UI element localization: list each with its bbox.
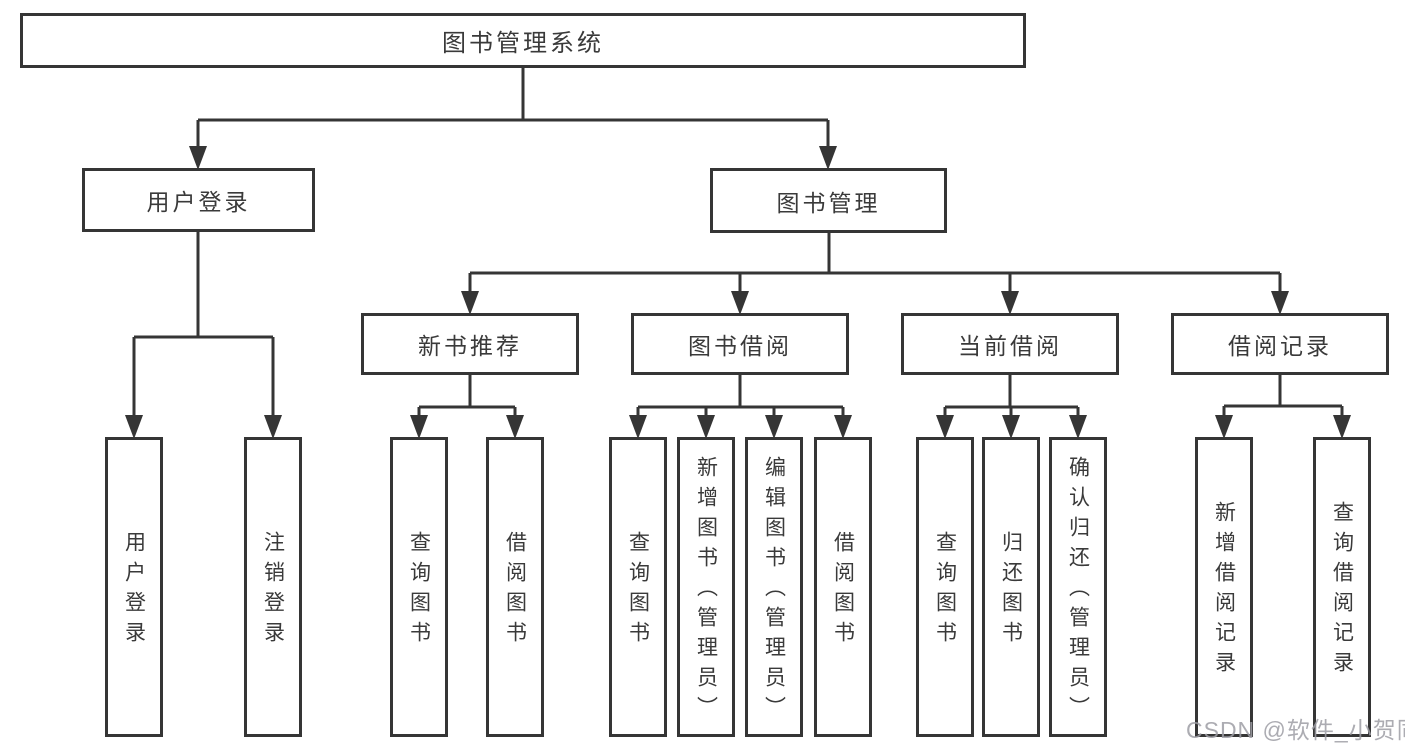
leaf-current-confirm-return-admin: 确认归还（管理员） (1049, 437, 1107, 737)
leaf-newbook-borrow-books: 借阅图书 (486, 437, 544, 737)
leaf-current-return-books-label: 归还图书 (999, 531, 1023, 651)
leaf-borrow-borrow-books-label: 借阅图书 (831, 531, 855, 651)
node-user-login-label: 用户登录 (146, 189, 251, 215)
node-new-book-recommend: 新书推荐 (361, 313, 579, 375)
leaf-borrow-add-books-admin-label: 新增图书（管理员） (694, 456, 718, 726)
leaf-records-query-record: 查询借阅记录 (1313, 437, 1371, 737)
leaf-records-add-record: 新增借阅记录 (1195, 437, 1253, 737)
node-borrow-records-label: 借阅记录 (1228, 333, 1332, 359)
node-book-borrow: 图书借阅 (631, 313, 849, 375)
leaf-current-query-books: 查询图书 (916, 437, 974, 737)
csdn-watermark: CSDN @软件_小贺同学 (1186, 717, 1405, 743)
leaf-records-query-record-label: 查询借阅记录 (1330, 501, 1354, 681)
arrowheads (125, 146, 1351, 439)
node-borrow-records: 借阅记录 (1171, 313, 1389, 375)
node-root: 图书管理系统 (20, 13, 1026, 68)
node-current-borrow: 当前借阅 (901, 313, 1119, 375)
node-book-borrow-label: 图书借阅 (688, 333, 792, 359)
leaf-newbook-query-books-label: 查询图书 (407, 531, 431, 651)
leaf-borrow-add-books-admin: 新增图书（管理员） (677, 437, 735, 737)
leaf-current-query-books-label: 查询图书 (933, 531, 957, 651)
leaf-logout-label: 注销登录 (261, 531, 285, 651)
leaf-newbook-query-books: 查询图书 (390, 437, 448, 737)
node-book-management-label: 图书管理 (776, 189, 881, 216)
leaf-borrow-edit-books-admin: 编辑图书（管理员） (745, 437, 803, 737)
leaf-user-login: 用户登录 (105, 437, 163, 737)
leaf-logout: 注销登录 (244, 437, 302, 737)
leaf-newbook-borrow-books-label: 借阅图书 (503, 531, 527, 651)
node-new-book-recommend-label: 新书推荐 (418, 333, 522, 359)
node-user-login: 用户登录 (82, 168, 315, 232)
leaf-current-return-books: 归还图书 (982, 437, 1040, 737)
node-current-borrow-label: 当前借阅 (958, 333, 1062, 359)
leaf-user-login-label: 用户登录 (122, 531, 146, 651)
leaf-borrow-edit-books-admin-label: 编辑图书（管理员） (762, 456, 786, 726)
leaf-records-add-record-label: 新增借阅记录 (1212, 501, 1236, 681)
leaf-borrow-query-books: 查询图书 (609, 437, 667, 737)
node-root-label: 图书管理系统 (442, 30, 604, 57)
leaf-borrow-query-books-label: 查询图书 (626, 531, 650, 651)
leaf-borrow-borrow-books: 借阅图书 (814, 437, 872, 737)
node-book-management: 图书管理 (710, 168, 947, 233)
leaf-current-confirm-return-admin-label: 确认归还（管理员） (1066, 456, 1090, 726)
